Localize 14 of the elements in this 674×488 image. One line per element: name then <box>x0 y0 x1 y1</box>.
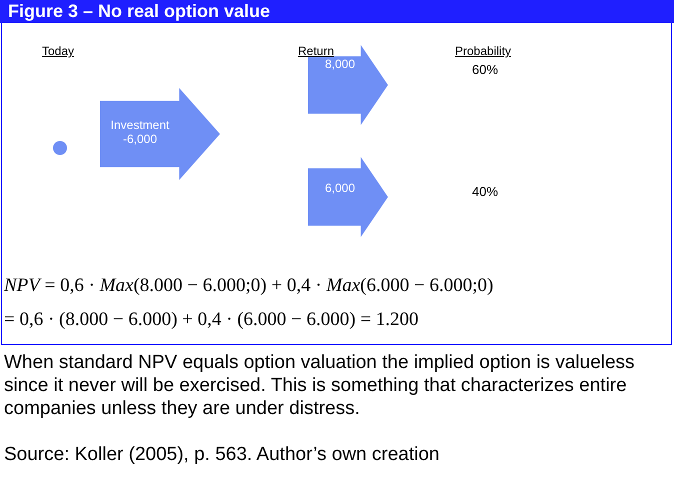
title-text: Figure 3 – No real option value <box>8 1 270 22</box>
node-text: Investment -6,000 <box>110 118 170 146</box>
probability-value: 60% <box>472 62 498 77</box>
source-text: Source: Koller (2005), p. 563. Author’s own creation <box>4 443 440 466</box>
node-text: 8,000 <box>324 57 356 71</box>
column-heading: Probability <box>455 44 512 58</box>
formula-text: = 0,6 · (8.000 − 6.000) + 0,4 · (6.000 − 6.000) = 1.200 <box>4 309 419 331</box>
node-text: 6,000 <box>324 181 356 195</box>
dot-marker <box>53 141 67 155</box>
column-heading: Return <box>298 44 334 58</box>
column-heading: Today <box>42 44 74 58</box>
caption-text: When standard NPV equals option valuation the implied option is valueless since it never will be exercised. This is something that characterizes entire companies unless they are under distress. <box>4 351 636 420</box>
formula-text: NPV = 0,6 · Max(8.000 − 6.000;0) + 0,4 · Max(6.000 − 6.000;0) <box>4 275 494 297</box>
probability-value: 40% <box>472 184 498 199</box>
